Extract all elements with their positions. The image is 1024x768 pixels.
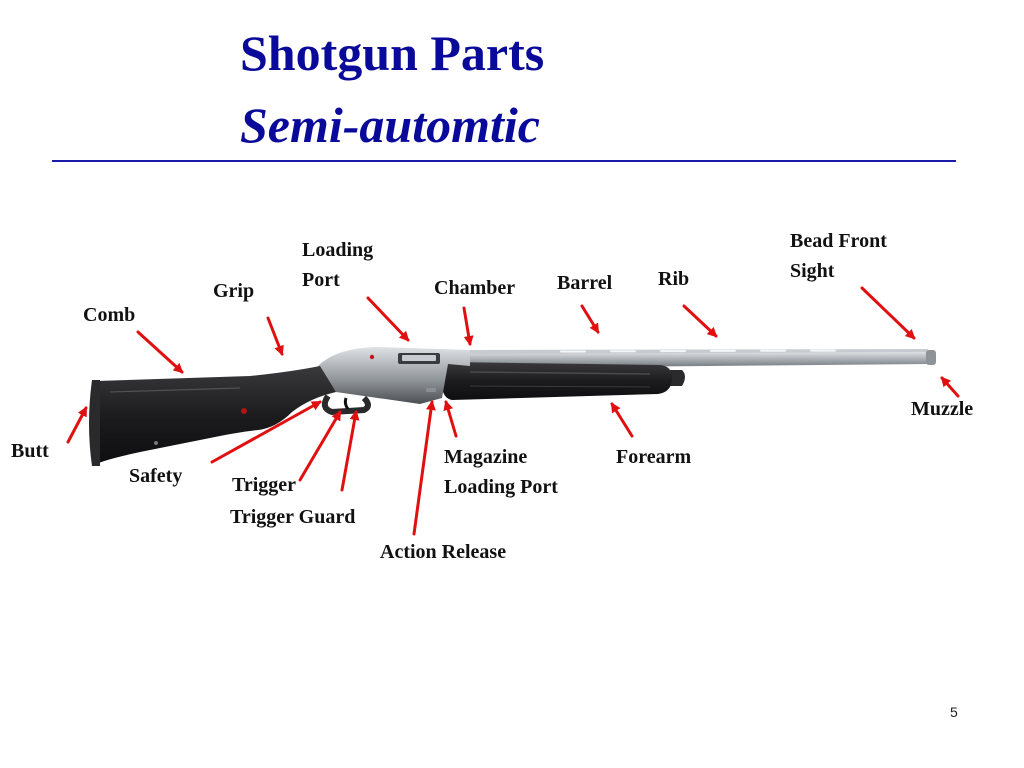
label-safety: Safety	[129, 465, 183, 487]
arrow-trigger	[298, 410, 342, 482]
rib-vents	[560, 349, 836, 353]
arrow-loading-port	[366, 296, 410, 342]
label-loading-port: Loading Port	[302, 239, 374, 291]
label-comb: Comb	[83, 304, 136, 326]
forearm-shape	[442, 362, 672, 400]
arrow-grip	[266, 316, 284, 356]
label-butt: Butt	[11, 440, 49, 462]
pointer-arrows	[66, 286, 960, 536]
trigger-guard-shape	[321, 394, 371, 416]
arrow-forearm	[610, 402, 634, 438]
label-barrel: Barrel	[557, 272, 613, 294]
arrow-muzzle	[940, 376, 960, 398]
label-muzzle: Muzzle	[911, 398, 974, 420]
slide-subtitle: Semi-automtic	[240, 97, 540, 153]
title-divider	[52, 160, 956, 162]
label-rib: Rib	[658, 268, 690, 290]
barrel-shape	[470, 351, 936, 368]
shotgun-image	[89, 347, 936, 466]
arrow-butt	[66, 406, 88, 444]
arrow-safety	[210, 400, 322, 464]
arrow-comb	[136, 330, 184, 374]
arrow-magazine-loading-port	[443, 400, 458, 438]
arrow-action-release	[412, 400, 436, 536]
label-magazine-loading-port: Magazine Loading Port	[444, 446, 558, 498]
label-bead-front-sight: Bead Front Sight	[790, 230, 887, 282]
label-chamber: Chamber	[434, 277, 516, 299]
butt-pad	[89, 380, 100, 466]
arrow-rib	[682, 304, 718, 338]
label-trigger: Trigger	[232, 474, 297, 496]
label-forearm: Forearm	[616, 446, 692, 468]
label-grip: Grip	[213, 280, 255, 302]
arrow-barrel	[580, 304, 600, 334]
arrow-bead-front-sight	[860, 286, 916, 340]
muzzle-shape	[926, 350, 936, 365]
label-trigger-guard: Trigger Guard	[230, 506, 356, 528]
arrow-trigger-guard	[340, 410, 360, 492]
trigger-shape	[343, 397, 350, 410]
slide-title: Shotgun Parts	[240, 25, 545, 81]
label-action-release: Action Release	[380, 541, 507, 563]
page-number: 5	[950, 704, 958, 720]
arrow-chamber	[462, 306, 474, 346]
